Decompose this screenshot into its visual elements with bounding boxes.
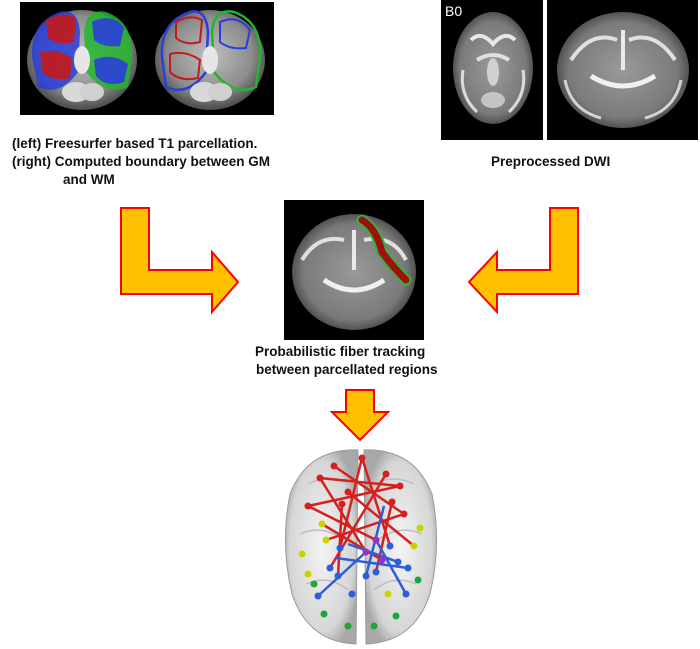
tracking-caption-line2: between parcellated regions [256,362,438,377]
tracking-image [292,214,416,330]
connectome-nodes [298,454,424,630]
dwi-image: B0 [445,0,689,140]
down-arrow [329,389,391,442]
tracking-panel [284,200,424,340]
t1-parcellation-panel [20,2,274,115]
right-elbow-arrow [467,207,579,315]
connectome-edges [307,457,415,597]
dwi-caption: Preprocessed DWI [491,154,611,169]
fiber-tract [356,214,412,286]
dwi-b0-label: B0 [445,3,462,19]
left-elbow-arrow [120,207,240,315]
t1-caption-left: (left) Freesurfer based T1 parcellation. [12,136,258,151]
t1-parcellation-right-brain [155,10,265,110]
t1-caption-right-cont: and WM [63,172,115,187]
connectome-panel [278,444,444,648]
connectome-image [284,449,438,645]
tracking-caption-line1: Probabilistic fiber tracking [255,344,426,359]
dwi-axial-slice [453,12,533,124]
dwi-panel: B0 [441,0,698,140]
dwi-coronal-slice [557,12,689,128]
t1-parcellation-image [27,10,265,110]
t1-caption-right: (right) Computed boundary between GM [12,154,270,169]
t1-parcellation-left-brain [27,10,137,110]
